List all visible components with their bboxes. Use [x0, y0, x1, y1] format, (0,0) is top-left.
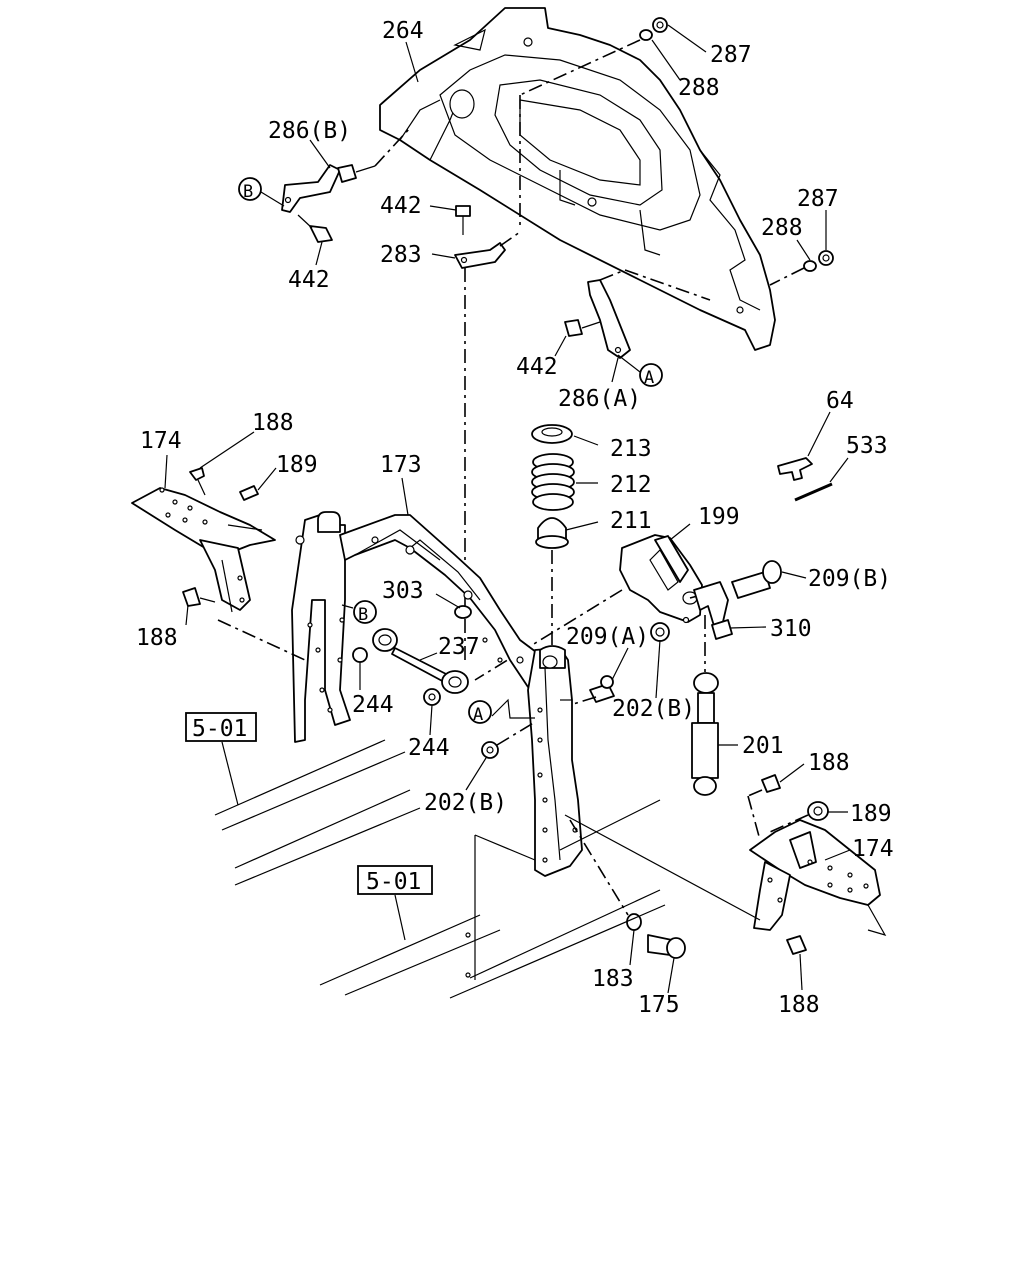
bracket-174-left [131, 487, 276, 613]
cab-floor-panel-264 [379, 7, 776, 351]
stopper-211 [535, 517, 569, 549]
callout-244-a: 244 [352, 692, 394, 718]
nut-287-top [652, 17, 668, 33]
nut-202b-right [650, 622, 670, 642]
callout-287-right: 287 [797, 186, 839, 212]
reference-box-upper[interactable]: 5-01 [185, 712, 257, 742]
spring-seat-213 [531, 424, 573, 444]
washer-288-right [803, 260, 817, 272]
callout-202b-right: 202(B) [612, 696, 695, 722]
marker-b-frame: B [353, 600, 377, 625]
callout-442-left: 442 [288, 267, 330, 293]
chassis-frame-lines [214, 739, 666, 999]
callout-188-right-bottom: 188 [778, 992, 820, 1018]
clip-64 [777, 457, 813, 481]
bolt-442-top [455, 205, 471, 235]
bracket-283 [454, 242, 506, 269]
link-rod-237 [372, 628, 469, 694]
callout-288-top: 288 [678, 75, 720, 101]
callout-175: 175 [638, 992, 680, 1018]
nut-244-b [423, 688, 441, 706]
nut-189-right [807, 801, 829, 821]
shock-absorber-201 [691, 672, 719, 796]
mount-bracket-310 [693, 581, 733, 640]
callout-188-left-top: 188 [252, 410, 294, 436]
bolt-209b [731, 560, 782, 599]
callout-199: 199 [698, 504, 740, 530]
marker-a-bottom: A [468, 700, 492, 725]
bolt-175 [647, 934, 686, 959]
callout-237: 237 [438, 634, 480, 660]
bolt-188-right-top [747, 774, 781, 797]
callout-287-top: 287 [710, 42, 752, 68]
nut-287-right [818, 250, 834, 266]
bolt-442-mid [564, 319, 601, 337]
callout-442-top: 442 [380, 193, 422, 219]
callout-288-right: 288 [761, 215, 803, 241]
bolt-188-right-bottom [786, 935, 807, 955]
nut-244-a [352, 647, 368, 663]
pin-533 [794, 482, 833, 502]
marker-b-top: B [238, 177, 262, 202]
bolt-188-left-bottom [182, 587, 216, 607]
callout-286b: 286(B) [268, 118, 351, 144]
bracket-286b [281, 164, 341, 213]
callout-244-b: 244 [408, 735, 450, 761]
svg-text:A: A [644, 368, 654, 388]
coil-spring-212 [531, 453, 575, 511]
callout-174-left: 174 [140, 428, 182, 454]
callout-188-left-bottom: 188 [136, 625, 178, 651]
center-mount-post [527, 645, 583, 877]
callout-173: 173 [380, 452, 422, 478]
bracket-199 [619, 534, 703, 624]
callout-201: 201 [742, 733, 784, 759]
callout-209b: 209(B) [808, 566, 891, 592]
callout-labels: 264 287 288 286(B) 442 283 442 287 288 4… [136, 18, 894, 1018]
callout-202b-left: 202(B) [424, 790, 507, 816]
marker-a-mid: A [639, 363, 663, 388]
callout-264: 264 [382, 18, 424, 44]
svg-text:5-01: 5-01 [366, 869, 421, 895]
callout-189-right: 189 [850, 801, 892, 827]
callout-211: 211 [610, 508, 652, 534]
bolt-442-top-left [337, 164, 376, 183]
callout-64: 64 [826, 388, 854, 414]
callout-310: 310 [770, 616, 812, 642]
callout-283: 283 [380, 242, 422, 268]
callout-209a: 209(A) [566, 624, 649, 650]
callout-183: 183 [592, 966, 634, 992]
callout-533: 533 [846, 433, 888, 459]
svg-text:B: B [243, 182, 253, 202]
bracket-174-right [749, 819, 887, 936]
callout-286a: 286(A) [558, 386, 641, 412]
callout-188-right-top: 188 [808, 750, 850, 776]
svg-text:A: A [473, 705, 483, 725]
callout-212: 212 [610, 472, 652, 498]
callout-442-mid: 442 [516, 354, 558, 380]
callout-303: 303 [382, 578, 424, 604]
callout-213: 213 [610, 436, 652, 462]
washer-288-top [639, 29, 653, 41]
bolt-188-left-top [189, 467, 206, 496]
svg-text:B: B [358, 605, 368, 625]
nut-202b-left [481, 741, 499, 759]
callout-189-left: 189 [276, 452, 318, 478]
washer-303 [454, 605, 472, 619]
svg-text:5-01: 5-01 [192, 716, 247, 742]
reference-box-lower[interactable]: 5-01 [357, 865, 433, 895]
leader-lines [164, 24, 851, 994]
bracket-286a [587, 279, 631, 359]
stud-189-left [239, 485, 259, 501]
bolt-442-left [297, 214, 333, 243]
callout-174-right: 174 [852, 836, 894, 862]
